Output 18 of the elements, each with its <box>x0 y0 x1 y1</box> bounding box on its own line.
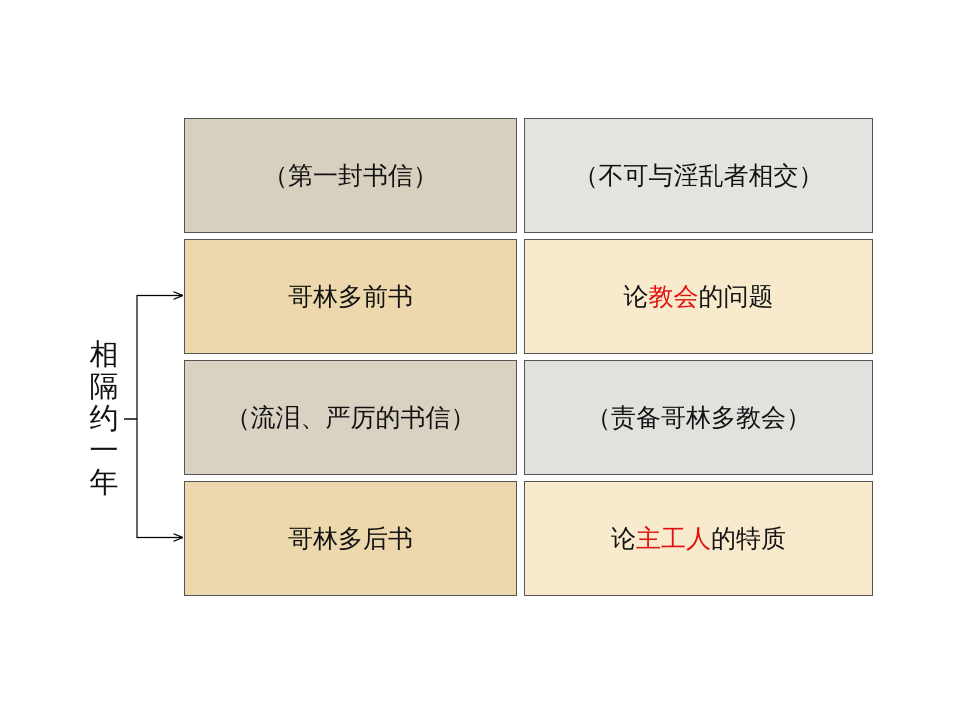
box-text: （流泪、严厉的书信） <box>226 402 476 434</box>
vertical-label: 相隔约一年 <box>90 339 118 499</box>
text-box <box>524 360 873 475</box>
text-box <box>184 360 517 475</box>
box-text: 论主工人的特质 <box>611 523 786 555</box>
text-box <box>524 118 873 233</box>
box-text: 哥林多前书 <box>288 281 413 313</box>
box-text: （第一封书信） <box>263 160 438 192</box>
text-box <box>184 239 517 354</box>
text-box <box>184 481 517 596</box>
text-box <box>184 118 517 233</box>
box-text: 论教会的问题 <box>624 281 774 313</box>
box-text: 哥林多后书 <box>288 523 413 555</box>
text-box <box>524 239 873 354</box>
bracket-arrow <box>124 418 184 542</box>
box-text: （不可与淫乱者相交） <box>574 160 824 192</box>
text-box <box>524 481 873 596</box>
box-text: （责备哥林多教会） <box>586 402 811 434</box>
